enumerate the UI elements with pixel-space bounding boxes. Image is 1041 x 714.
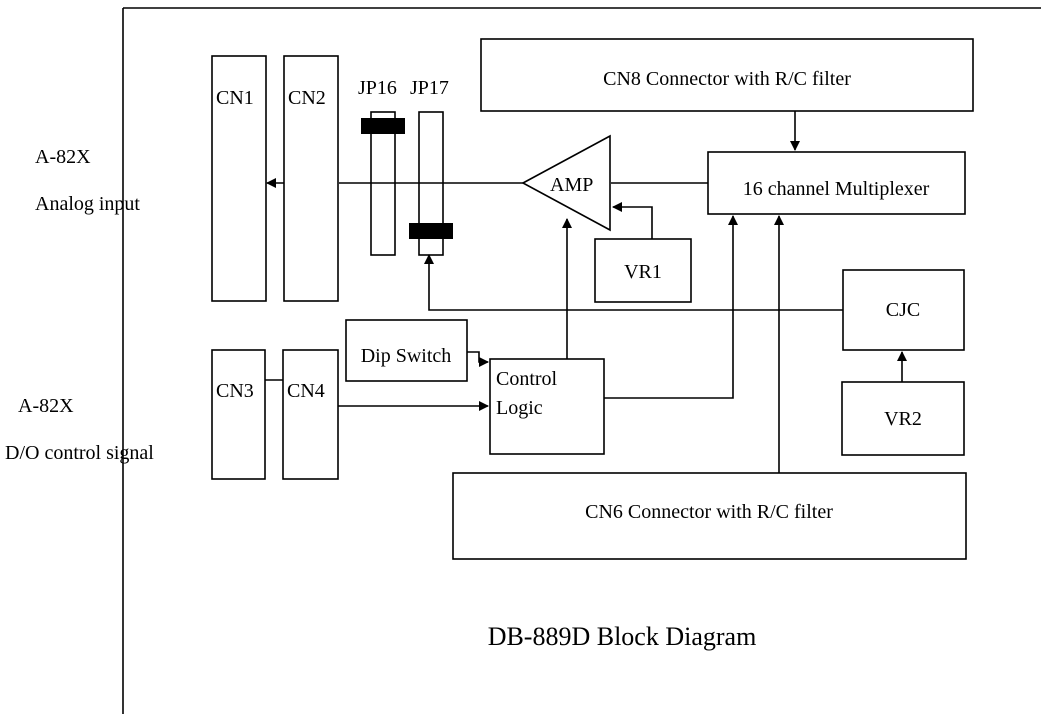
do-control-subtitle: D/O control signal xyxy=(5,442,154,464)
cn1-label: CN1 xyxy=(216,87,254,109)
cjc-label: CJC xyxy=(886,299,920,321)
jp16-cap xyxy=(361,118,405,134)
cn3-block xyxy=(211,349,266,480)
dip-switch-block xyxy=(345,319,468,382)
control-logic-label-1: Control xyxy=(496,368,558,390)
control-logic-block xyxy=(489,358,605,455)
cjc-block xyxy=(842,269,965,351)
cn8-block xyxy=(480,38,974,112)
vr2-block xyxy=(841,381,965,456)
cn6-label: CN6 Connector with R/C filter xyxy=(585,501,833,523)
jp17-label: JP17 xyxy=(410,77,449,99)
vr1-block xyxy=(594,238,692,303)
jp16-label: JP16 xyxy=(358,77,397,99)
cn3-label: CN3 xyxy=(216,380,254,402)
analog-input-subtitle: Analog input xyxy=(35,193,140,215)
cn4-label: CN4 xyxy=(287,380,325,402)
multiplexer-label: 16 channel Multiplexer xyxy=(743,178,930,200)
cn8-label: CN8 Connector with R/C filter xyxy=(603,68,851,90)
signal-wires xyxy=(265,111,907,473)
cn1-block xyxy=(211,55,267,302)
do-control-title: A-82X xyxy=(18,395,74,417)
cn6-block xyxy=(452,472,967,560)
amp-triangle xyxy=(521,134,611,232)
cn4-block xyxy=(282,349,339,480)
vr2-label: VR2 xyxy=(884,408,922,430)
dip-switch-label: Dip Switch xyxy=(361,345,452,367)
analog-input-title: A-82X xyxy=(35,146,91,168)
cn2-label: CN2 xyxy=(288,87,326,109)
board-outline xyxy=(122,7,1041,714)
multiplexer-block xyxy=(707,151,966,215)
control-logic-label-2: Logic xyxy=(496,397,543,419)
diagram-caption: DB-889D Block Diagram xyxy=(488,622,757,651)
jp17-cap xyxy=(409,223,453,239)
amp-label: AMP xyxy=(550,174,593,196)
cn2-block xyxy=(283,55,339,302)
vr1-label: VR1 xyxy=(624,261,662,283)
